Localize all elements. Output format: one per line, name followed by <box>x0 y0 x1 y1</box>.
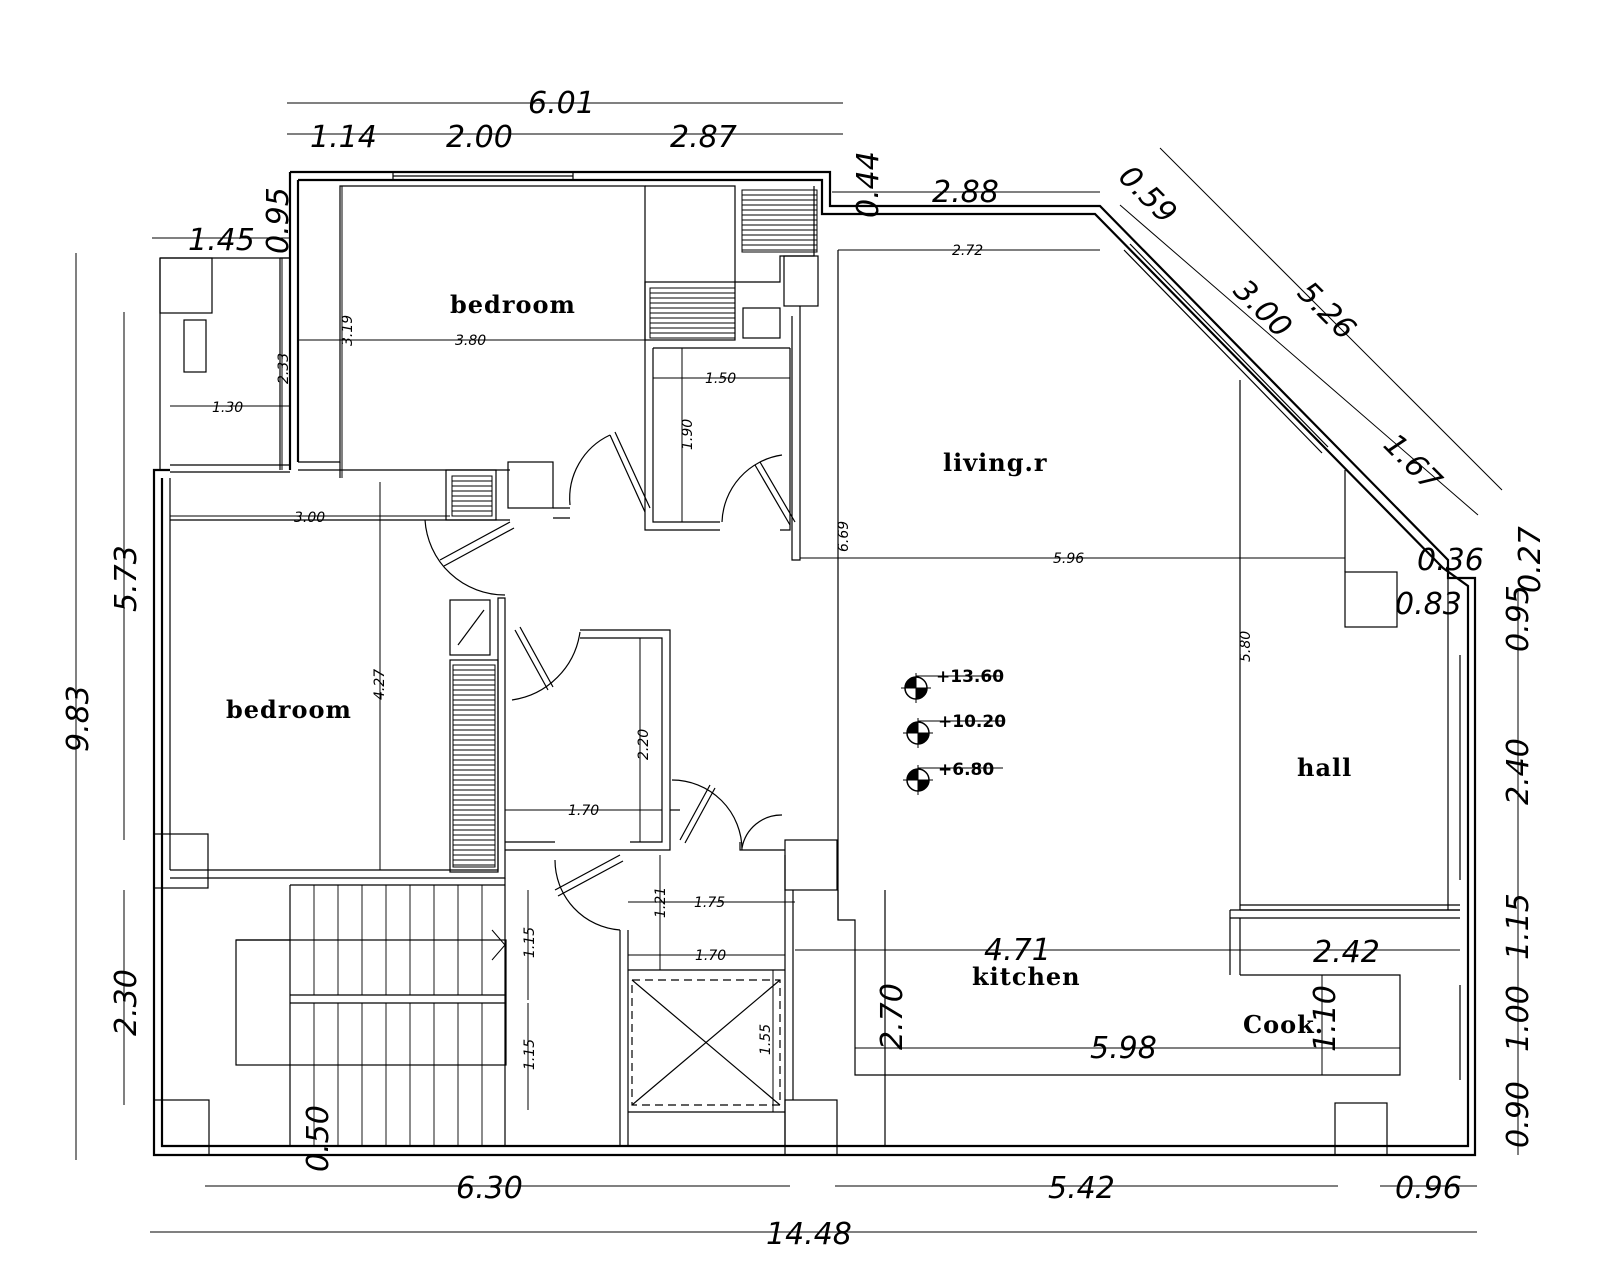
dim-i-1-90: 1.90 <box>680 419 696 450</box>
dim-diag-3-00: 3.00 <box>1226 273 1298 345</box>
dimension-labels-small: 3.80 3.19 2.33 1.30 1.50 1.90 2.72 6.69 … <box>212 243 1254 1070</box>
dim-right-0-27: 0.27 <box>1513 526 1548 593</box>
dim-top-2-88: 2.88 <box>932 175 999 210</box>
dim-top-a: 1.14 <box>310 120 377 155</box>
dim-left-1-45: 1.45 <box>188 223 255 258</box>
room-labels: bedroom bedroom living.r hall kitchen Co… <box>226 290 1352 1039</box>
doors <box>424 431 796 931</box>
dim-i-3-80: 3.80 <box>455 333 486 349</box>
dim-i-4-27: 4.27 <box>372 669 388 700</box>
elevation-labels: +13.60 +10.20 +6.80 <box>936 667 1006 780</box>
dim-i-2-20: 2.20 <box>636 729 652 760</box>
interior-walls <box>153 185 1460 1156</box>
dim-right-0-83: 0.83 <box>1395 587 1462 622</box>
dim-i-1-75: 1.75 <box>694 895 725 911</box>
dim-right-1-15: 1.15 <box>1501 893 1536 960</box>
dim-left-0-95: 0.95 <box>261 187 296 254</box>
dim-kit-2-42: 2.42 <box>1313 935 1380 970</box>
dim-i-2-72: 2.72 <box>952 243 983 259</box>
elevation-label-2: +10.20 <box>938 712 1006 732</box>
dim-right-0-36: 0.36 <box>1417 543 1484 578</box>
room-label-kitchen: kitchen <box>972 962 1081 991</box>
dim-kit-1-10: 1.10 <box>1308 985 1343 1052</box>
dim-right-1-00: 1.00 <box>1501 985 1536 1052</box>
dim-diag-1-67: 1.67 <box>1376 427 1448 499</box>
room-label-bedroom-top: bedroom <box>450 290 576 319</box>
dimension-labels-large: 6.01 1.14 2.00 2.87 2.88 0.44 1.45 0.95 … <box>61 86 1548 1252</box>
dim-i-1-55: 1.55 <box>758 1024 774 1055</box>
dim-diag-0-59: 0.59 <box>1111 159 1183 231</box>
dim-i-3-19: 3.19 <box>340 315 356 346</box>
dim-i-1-30: 1.30 <box>212 400 243 416</box>
dimension-lines <box>75 102 1519 1233</box>
dim-i-3-00: 3.00 <box>294 510 325 526</box>
dim-i-1-15-a: 1.15 <box>522 927 538 958</box>
dim-top-total: 6.01 <box>528 86 595 121</box>
dim-left-total: 9.83 <box>61 685 96 752</box>
dim-kit-2-70: 2.70 <box>875 983 910 1050</box>
dim-bot-5-42: 5.42 <box>1048 1171 1115 1206</box>
dim-i-5-96: 5.96 <box>1053 551 1084 567</box>
dim-i-1-50: 1.50 <box>705 371 736 387</box>
dim-i-2-33: 2.33 <box>276 353 292 384</box>
dim-right-0-95: 0.95 <box>1501 585 1536 652</box>
dim-bot-0-96: 0.96 <box>1395 1171 1462 1206</box>
dim-i-6-69: 6.69 <box>836 521 852 552</box>
room-label-hall: hall <box>1297 753 1352 782</box>
dim-i-5-80: 5.80 <box>1238 631 1254 662</box>
elevation-label-1: +13.60 <box>936 667 1004 687</box>
dim-right-2-40: 2.40 <box>1501 738 1536 805</box>
dim-left-5-73: 5.73 <box>109 545 144 612</box>
dim-i-1-70-a: 1.70 <box>568 803 599 819</box>
elevation-marker-1 <box>901 673 1001 703</box>
dim-bot-6-30: 6.30 <box>456 1171 523 1206</box>
elevation-label-3: +6.80 <box>938 760 994 780</box>
dim-i-1-70-b: 1.70 <box>695 948 726 964</box>
dim-top-c: 2.87 <box>670 120 737 155</box>
dim-i-1-15-b: 1.15 <box>522 1039 538 1070</box>
dim-kit-4-71: 4.71 <box>984 933 1051 968</box>
room-label-bedroom-left: bedroom <box>226 695 352 724</box>
dim-stair-0-50: 0.50 <box>301 1105 336 1172</box>
dim-kit-5-98: 5.98 <box>1090 1031 1157 1066</box>
dim-left-2-30: 2.30 <box>109 969 144 1036</box>
elevation-marker-2 <box>903 718 1003 748</box>
dim-i-1-21: 1.21 <box>653 887 669 918</box>
elevation-marker-3 <box>903 765 1003 795</box>
dim-diag-5-26: 5.26 <box>1290 275 1362 347</box>
dim-top-b: 2.00 <box>446 120 513 155</box>
elevation-markers <box>901 673 1003 795</box>
dim-bot-total: 14.48 <box>766 1217 852 1252</box>
room-label-cook: Cook. <box>1243 1010 1324 1039</box>
dim-top-0-44: 0.44 <box>851 151 886 218</box>
dim-right-0-90: 0.90 <box>1501 1081 1536 1148</box>
room-label-living: living.r <box>943 448 1048 477</box>
